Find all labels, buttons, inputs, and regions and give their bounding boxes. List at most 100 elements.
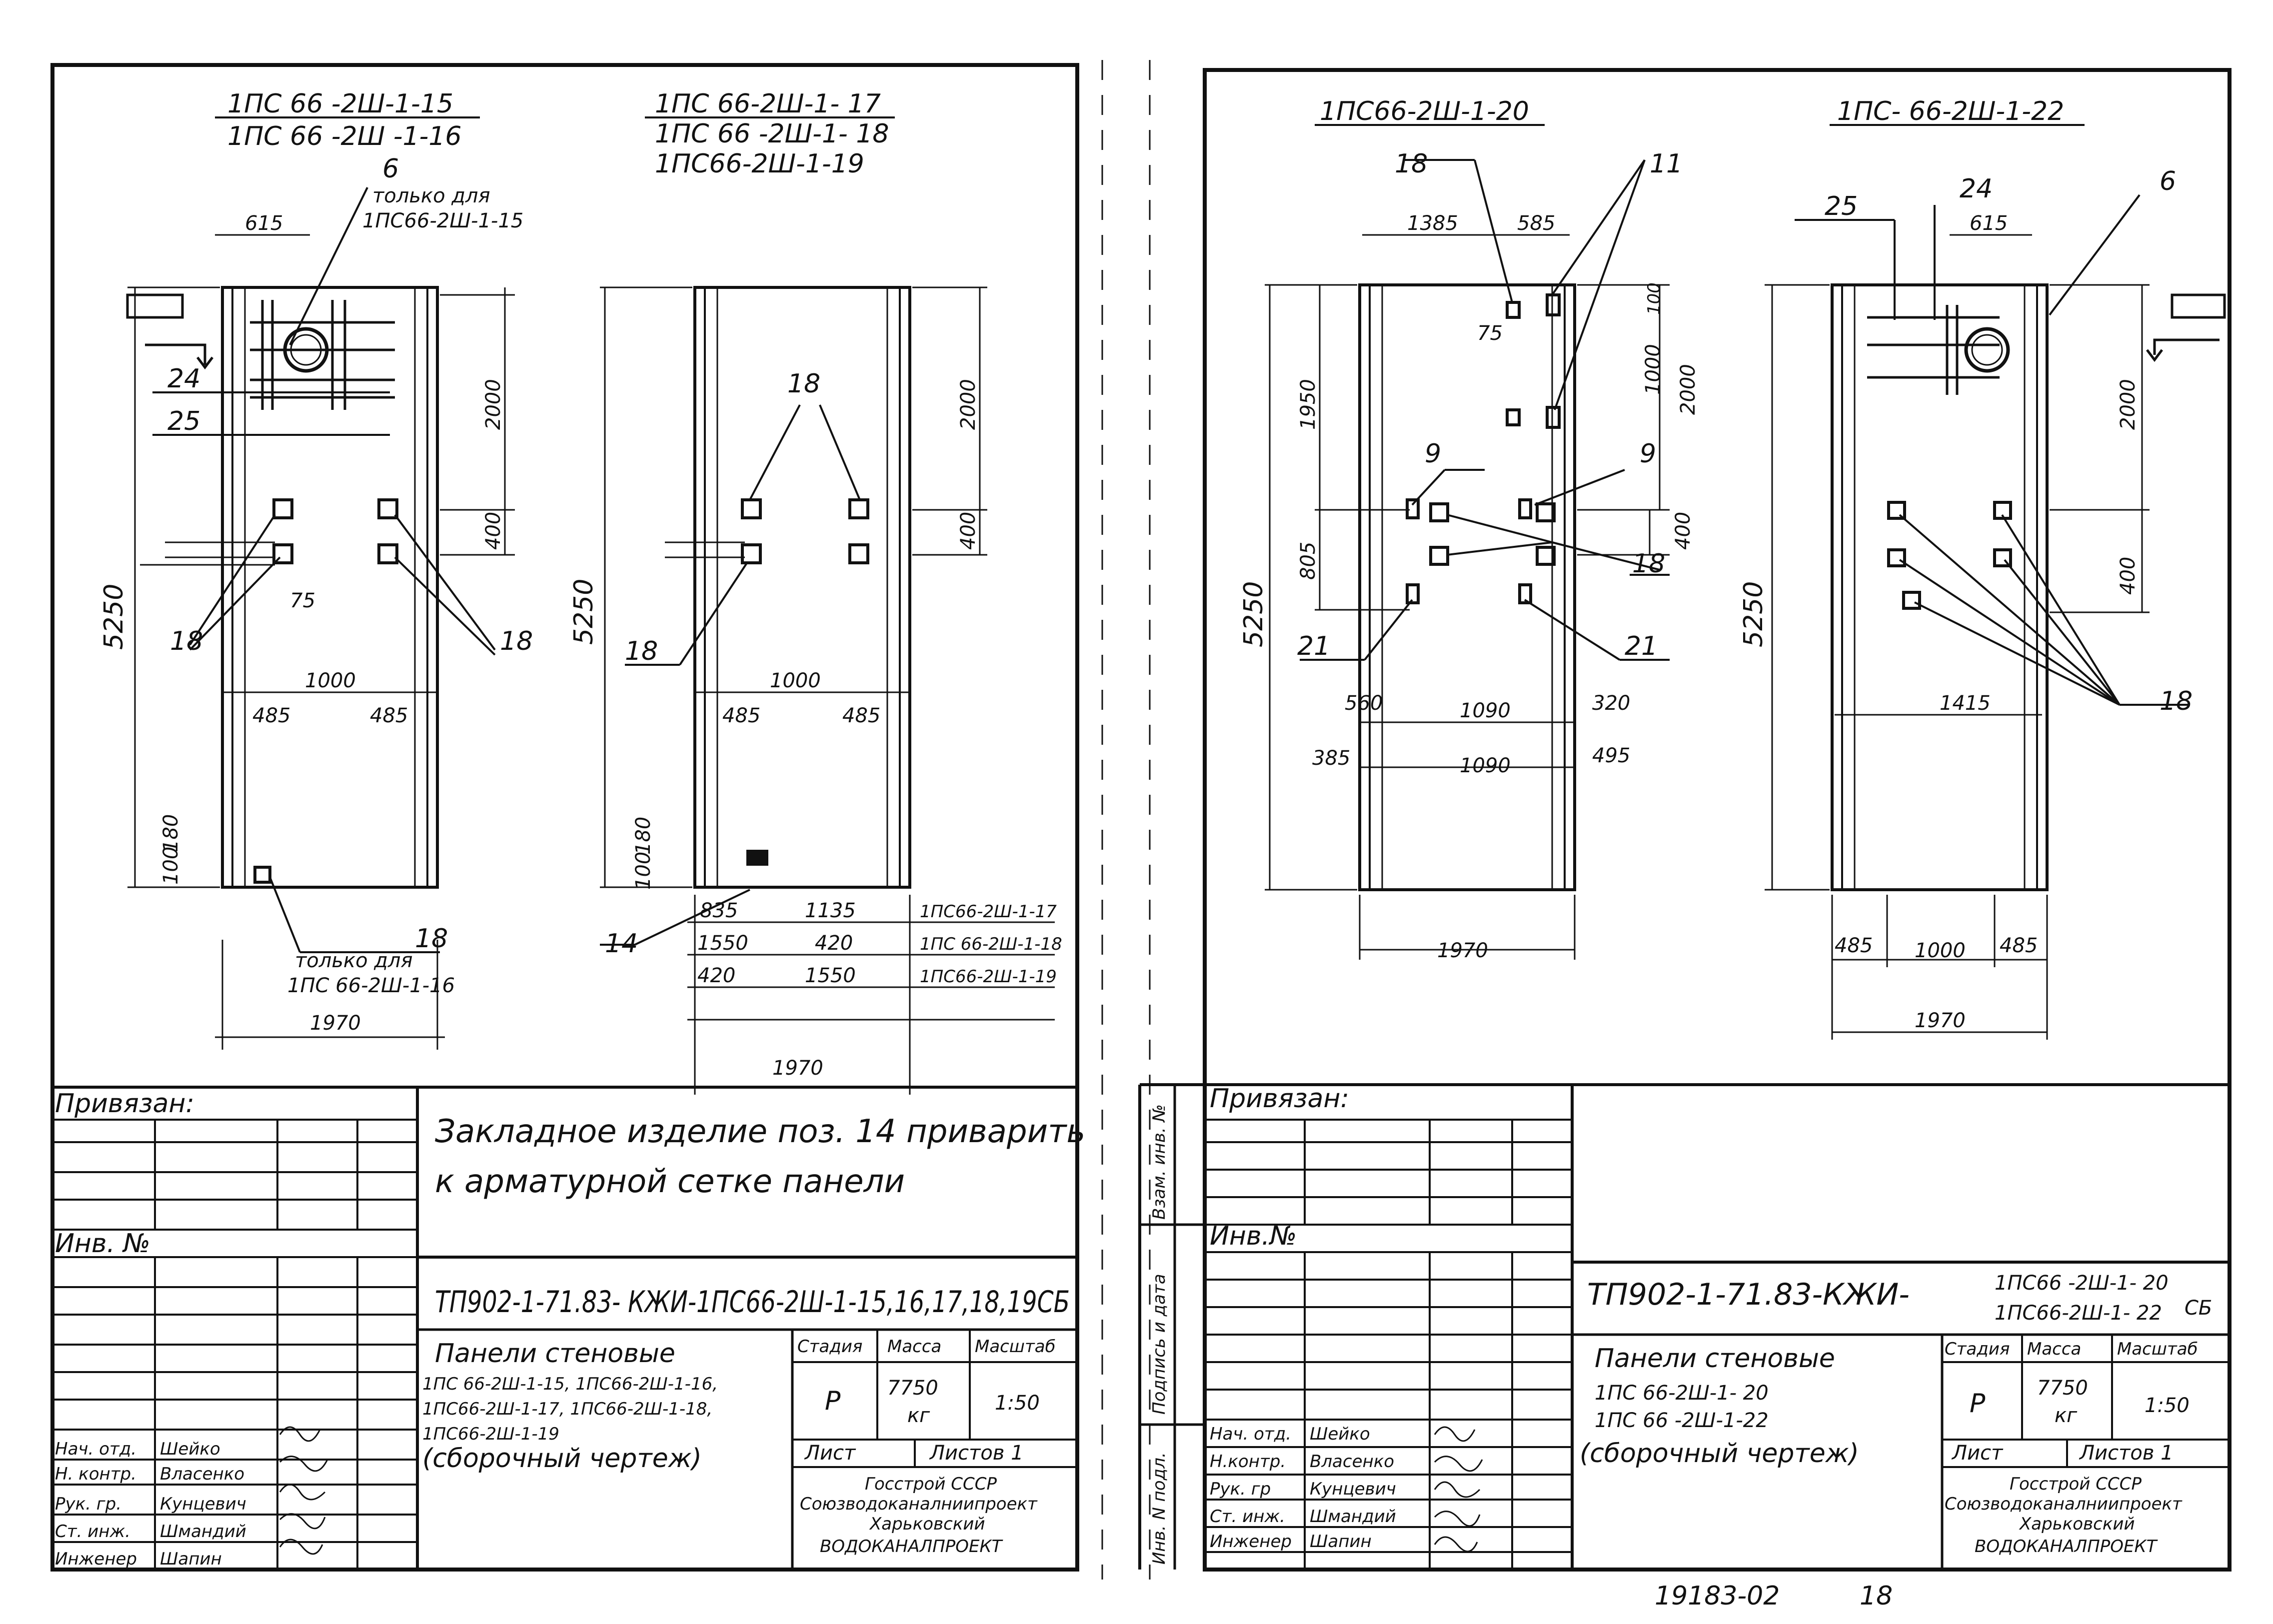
- title-line2: 1ПС 66-2Ш-1-15, 1ПС66-2Ш-1-16,: [422, 1374, 718, 1394]
- callout-6-r: 6: [2160, 166, 2176, 196]
- org-line3: Харьковский: [869, 1514, 985, 1534]
- callout-18-r3: 18: [2160, 686, 2193, 716]
- doc-mark-22: 1ПС66-2Ш-1- 22: [1995, 1302, 2162, 1325]
- role-1: Нач. отд.: [55, 1439, 136, 1459]
- dim-1950: 1950: [1297, 379, 1320, 430]
- dim-1000-a: 1000: [305, 669, 356, 692]
- dim-1090-a: 1090: [1460, 699, 1511, 722]
- doc-code: ТП902-1-71.83- КЖИ-1ПС66-2Ш-1-15,16,17,1…: [435, 1285, 1070, 1320]
- inv-label-r: Инв.№: [1210, 1221, 1297, 1251]
- dim-485-r2: 485: [2000, 934, 2038, 957]
- dim-1970-r2: 1970: [1915, 1009, 1966, 1032]
- title-18: 1ПС 66 -2Ш-1- 18: [655, 119, 889, 149]
- org-line1: Госстрой СССР: [865, 1474, 997, 1494]
- title-line1: Панели стеновые: [435, 1339, 675, 1369]
- dim-560: 560: [1345, 692, 1383, 715]
- dim-180-a: 180: [159, 814, 182, 852]
- dim-485-c: 485: [722, 704, 760, 727]
- name-r3: Кунцевич: [1310, 1479, 1396, 1499]
- doc-code-r: ТП902-1-71.83-КЖИ-: [1587, 1277, 1910, 1312]
- sheet-label: Лист: [804, 1442, 856, 1465]
- callout-18-r2: 18: [1632, 549, 1665, 579]
- privyazan-label-r: Привязан:: [1210, 1084, 1349, 1114]
- name-r2: Власенко: [1310, 1452, 1394, 1472]
- title-line2-r: 1ПС 66-2Ш-1- 20: [1595, 1382, 1769, 1405]
- role-r5: Инженер: [1210, 1532, 1292, 1552]
- mass-value: 7750: [887, 1377, 938, 1400]
- name-3: Кунцевич: [160, 1494, 246, 1514]
- right-sheet-frame: [1203, 68, 2232, 1572]
- dim-1970-b: 1970: [772, 1057, 823, 1080]
- callout-25-r: 25: [1825, 191, 1858, 221]
- title-16: 1ПС 66 -2Ш -1-16: [227, 121, 461, 151]
- callout-18-c: 18: [415, 924, 448, 954]
- org-line3-r: Харьковский: [2019, 1514, 2135, 1534]
- stage-header-r: Стадия: [1945, 1339, 2010, 1359]
- sheets-label-r: Листов 1: [2079, 1442, 2174, 1465]
- dim-400-r1: 400: [1672, 512, 1695, 550]
- note-only-15-line1: только для: [372, 184, 490, 207]
- panel-15-16: [126, 187, 515, 1050]
- left-sheet-frame: [50, 63, 1079, 1572]
- right-stamp-grid: [1138, 1083, 2230, 1570]
- role-2: Н. контр.: [55, 1464, 136, 1484]
- stage-header: Стадия: [797, 1337, 862, 1357]
- title-line3-r: 1ПС 66 -2Ш-1-22: [1595, 1409, 1769, 1432]
- dim-2000-r1: 2000: [1677, 364, 1700, 415]
- dim-1000-r1: 1000: [1642, 344, 1665, 395]
- weld-note-line2: к арматурной сетке панели: [435, 1163, 905, 1200]
- dim-615-r: 615: [1970, 212, 2008, 235]
- name-5: Шапин: [160, 1549, 222, 1569]
- table-row3-a: 420: [697, 964, 735, 987]
- page-number: 18: [1860, 1581, 1893, 1611]
- name-1: Шейко: [160, 1439, 220, 1459]
- panel-22: [1765, 194, 2226, 1040]
- title-line1-r: Панели стеновые: [1595, 1344, 1835, 1374]
- signatures: [279, 1426, 1483, 1555]
- role-3: Рук. гр.: [55, 1494, 121, 1514]
- dim-2000-r2: 2000: [2117, 379, 2140, 430]
- weld-note-line1: Закладное изделие поз. 14 приварить: [435, 1113, 1085, 1150]
- mass-header-r: Масса: [2027, 1339, 2081, 1359]
- side-label-1: Взам. инв. №: [1149, 1104, 1169, 1220]
- note-only-16-line2: 1ПС 66-2Ш-1-16: [287, 974, 455, 997]
- title-15: 1ПС 66 -2Ш-1-15: [227, 89, 453, 119]
- name-r5: Шапин: [1310, 1532, 1372, 1552]
- title-20: 1ПС66-2Ш-1-20: [1320, 96, 1529, 126]
- dim-100-a: 100: [159, 847, 182, 885]
- name-2: Власенко: [160, 1464, 244, 1484]
- callout-25: 25: [167, 406, 200, 436]
- dim-1970-r1: 1970: [1437, 939, 1488, 962]
- dim-2000-a: 2000: [482, 379, 505, 430]
- dim-1000-r2: 1000: [1915, 939, 1966, 962]
- left-sheet-text: 1ПС 66 -2Ш-1-15 1ПС 66 -2Ш -1-16 1ПС 66-…: [55, 89, 1085, 1569]
- scale-header-r: Масштаб: [2117, 1339, 2198, 1359]
- callout-18-d: 18: [787, 369, 820, 399]
- callout-9-b: 9: [1640, 439, 1656, 469]
- dim-485-d: 485: [842, 704, 880, 727]
- callout-14: 14: [605, 929, 638, 959]
- dim-1970-a: 1970: [310, 1012, 361, 1035]
- title-line4-r: (сборочный чертеж): [1580, 1439, 1859, 1469]
- name-4: Шмандий: [160, 1522, 246, 1542]
- title-17: 1ПС 66-2Ш-1- 17: [655, 89, 881, 119]
- org-line2: Союзводоканалниипроект: [800, 1494, 1038, 1514]
- dim-485-r1: 485: [1835, 934, 1873, 957]
- title-line4: 1ПС66-2Ш-1-19: [422, 1424, 559, 1444]
- org-line1-r: Госстрой СССР: [2010, 1474, 2142, 1494]
- dim-320: 320: [1592, 692, 1630, 715]
- inv-label: Инв. №: [55, 1229, 150, 1259]
- dim-615: 615: [245, 212, 283, 235]
- note-only-16-line1: только для: [295, 949, 413, 972]
- dim-805: 805: [1297, 542, 1320, 580]
- callout-18-e: 18: [625, 636, 658, 666]
- table-row3-mark: 1ПС66-2Ш-1-19: [920, 967, 1057, 987]
- dim-5250-b: 5250: [569, 579, 599, 645]
- mass-unit-r: кг: [2055, 1404, 2078, 1427]
- name-r4: Шмандий: [1310, 1507, 1396, 1527]
- dim-2000-b: 2000: [957, 379, 980, 430]
- title-line5: (сборочный чертеж): [422, 1444, 702, 1474]
- side-label-3: Инв. N подл.: [1149, 1452, 1169, 1565]
- scale-value-r: 1:50: [2145, 1394, 2190, 1417]
- dim-75-a: 75: [290, 589, 315, 612]
